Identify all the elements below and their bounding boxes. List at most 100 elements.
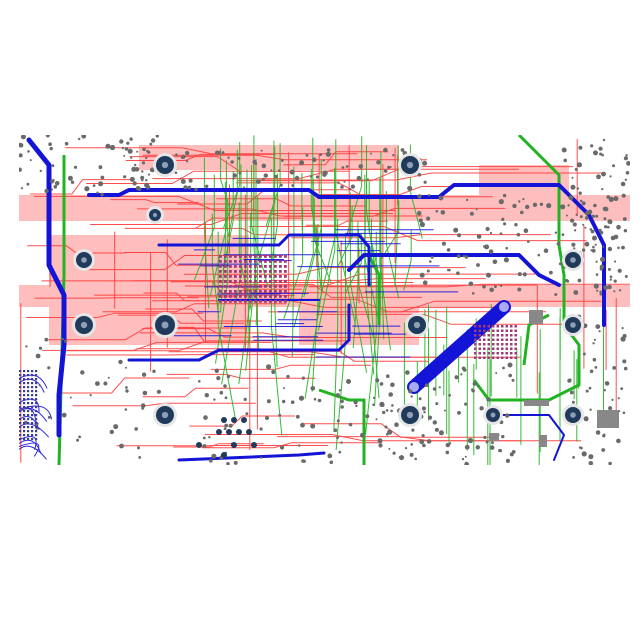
- via-dot: [577, 162, 582, 168]
- via-dot: [584, 241, 590, 247]
- via-dot: [421, 406, 426, 411]
- via-dot: [294, 175, 300, 181]
- ic-pin: [510, 356, 513, 359]
- ic-pin: [274, 270, 277, 273]
- via-dot: [594, 243, 597, 246]
- via-dot: [475, 208, 478, 211]
- via-dot: [252, 160, 257, 165]
- ic-pin: [31, 422, 34, 425]
- via-dot: [572, 456, 575, 459]
- via-dot: [203, 415, 208, 420]
- ic-pin: [279, 260, 282, 263]
- via-dot: [365, 414, 370, 419]
- via-dot: [310, 423, 316, 429]
- ic-pin: [234, 265, 237, 268]
- ic-pin: [501, 334, 504, 337]
- via-dot: [622, 411, 626, 415]
- via-dot: [476, 234, 482, 239]
- via-dot: [607, 284, 612, 290]
- via-dot: [580, 446, 583, 450]
- ic-pin: [505, 329, 508, 332]
- ic-pin: [219, 270, 222, 273]
- ic-footprints: [19, 255, 517, 441]
- via-dot: [599, 230, 604, 235]
- via-dot: [326, 148, 331, 152]
- ic-pin: [219, 265, 222, 268]
- via-dot: [223, 427, 227, 430]
- via-dot: [137, 446, 140, 450]
- via-dot: [343, 180, 346, 183]
- red-trace: [72, 402, 256, 407]
- ic-pin: [492, 334, 495, 337]
- via-dot: [125, 366, 127, 369]
- via-dot: [144, 182, 150, 188]
- via-dot: [53, 185, 58, 189]
- ic-pin: [23, 426, 26, 429]
- via-dot: [575, 213, 578, 216]
- ic-pin: [244, 260, 247, 263]
- ic-pin: [496, 352, 499, 355]
- via-dot: [45, 135, 50, 138]
- via-dot: [113, 424, 119, 430]
- via-dot: [432, 420, 437, 425]
- green-trace: [221, 164, 242, 385]
- red-trace: [279, 350, 429, 362]
- via-dot: [608, 406, 613, 411]
- via-dot: [454, 375, 459, 380]
- via-dot: [384, 425, 388, 429]
- via-dot: [319, 153, 323, 156]
- via-dot: [398, 456, 401, 459]
- ic-pin: [31, 430, 34, 433]
- green-trace: [303, 159, 322, 298]
- via-dot: [394, 422, 399, 428]
- via-dot: [358, 164, 364, 169]
- ic-pin: [19, 390, 22, 393]
- via-dot: [383, 147, 388, 153]
- via-dot: [109, 144, 116, 151]
- via-dot: [464, 461, 469, 465]
- ic-pin: [284, 260, 287, 263]
- ic-pin: [239, 265, 242, 268]
- via-dot: [435, 402, 439, 406]
- ic-pin: [27, 382, 30, 385]
- ic-pin: [284, 295, 287, 298]
- ic-pin: [284, 300, 287, 303]
- via-dot: [571, 400, 575, 404]
- via-dot: [385, 409, 389, 412]
- ic-pin: [244, 295, 247, 298]
- via-dot: [582, 223, 585, 226]
- via-dot: [142, 147, 146, 152]
- via-dot: [606, 195, 610, 199]
- via-dot: [237, 157, 241, 160]
- ic-pin: [249, 265, 252, 268]
- ic-pin: [487, 325, 490, 328]
- green-trace: [258, 146, 276, 259]
- via-dot: [279, 445, 285, 450]
- ic-pin: [496, 325, 499, 328]
- ic-pin: [31, 434, 34, 437]
- blue-thin-trace-left: [19, 439, 42, 454]
- via-dot: [485, 226, 490, 232]
- ic-pin: [474, 347, 477, 350]
- via-dot: [26, 182, 30, 186]
- ic-pin: [492, 347, 495, 350]
- via-dot: [582, 352, 586, 356]
- ic-pin: [492, 352, 495, 355]
- via-dot: [124, 147, 129, 151]
- via-dot: [96, 191, 99, 194]
- ic-pin: [239, 275, 242, 278]
- via-dot: [616, 438, 621, 444]
- via-dot: [417, 194, 422, 199]
- via-dot: [507, 362, 513, 368]
- blue-route-bottom: [177, 451, 326, 462]
- via-dot: [360, 432, 365, 438]
- via-dot: [348, 187, 352, 191]
- red-trace: [194, 227, 315, 236]
- via-dot: [378, 443, 383, 448]
- blue-diagonal-bus: [407, 300, 511, 394]
- via-dot: [277, 169, 281, 172]
- via-dot: [613, 290, 616, 293]
- via-dot: [609, 278, 612, 281]
- via-dot: [613, 279, 617, 283]
- ic-pin: [35, 390, 38, 393]
